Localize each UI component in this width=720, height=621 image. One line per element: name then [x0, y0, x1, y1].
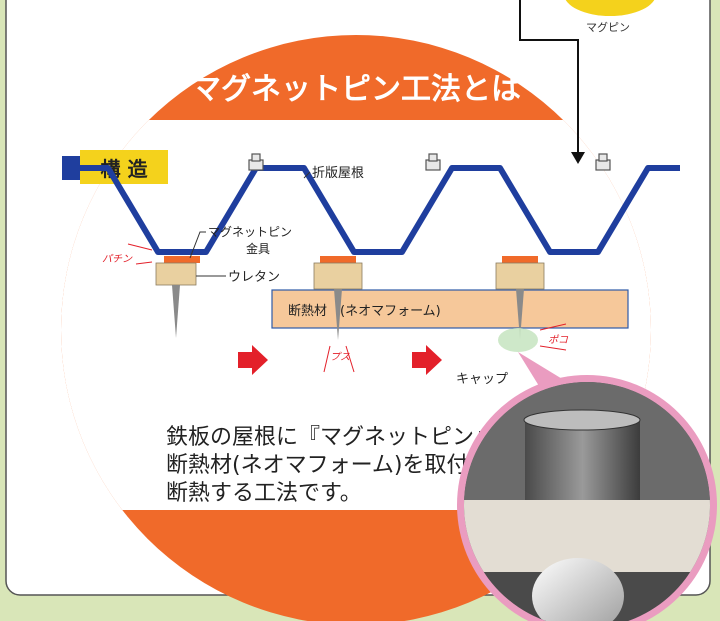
cap-shape [498, 328, 538, 352]
magpin-label: マグピン [586, 20, 630, 34]
urethane-label: ウレタン [228, 270, 280, 285]
folded-roof-label: 折版屋根 [312, 166, 364, 181]
folded-roof-line [66, 165, 680, 255]
magnet-body [525, 418, 640, 508]
pachin-effect [127, 243, 153, 265]
caption-line-3: 断熱する工法です。 [166, 481, 362, 506]
cap-ball [532, 558, 624, 621]
fitting-3 [495, 256, 545, 352]
caption-line-1: 鉄板の屋根に『マグネットピン』で [166, 425, 518, 450]
pachin-text: パチン [102, 253, 133, 265]
magnet-pin-label-line1: マグネットピン [208, 225, 292, 239]
poko-text: ポコ [548, 334, 569, 346]
connector-arrowhead [571, 152, 585, 164]
pusu-effect [323, 345, 355, 373]
cap-label: キャップ [456, 372, 508, 387]
pusu-text: プス [330, 351, 350, 363]
fitting-1 [155, 256, 200, 338]
magpin-yellow-shape [565, 0, 655, 16]
magnet-pin-leader [189, 231, 206, 259]
step-arrow-1 [238, 345, 268, 375]
insulation-board [271, 289, 629, 329]
banner-title: マグネットピン工法とは [191, 72, 521, 107]
poko-effect [539, 323, 567, 351]
magnet-pin-label-line2: 金具 [246, 241, 270, 256]
fitting-2 [313, 256, 363, 340]
caption-line-2: 断熱材(ネオマフォーム)を取付けて [166, 453, 513, 478]
connector-line [519, 0, 579, 158]
roof-leader [303, 171, 311, 179]
roof-bolts [248, 153, 611, 171]
step-arrow-2 [412, 345, 442, 375]
insulation-label: 断熱材 (ネオマフォーム) [288, 304, 441, 319]
